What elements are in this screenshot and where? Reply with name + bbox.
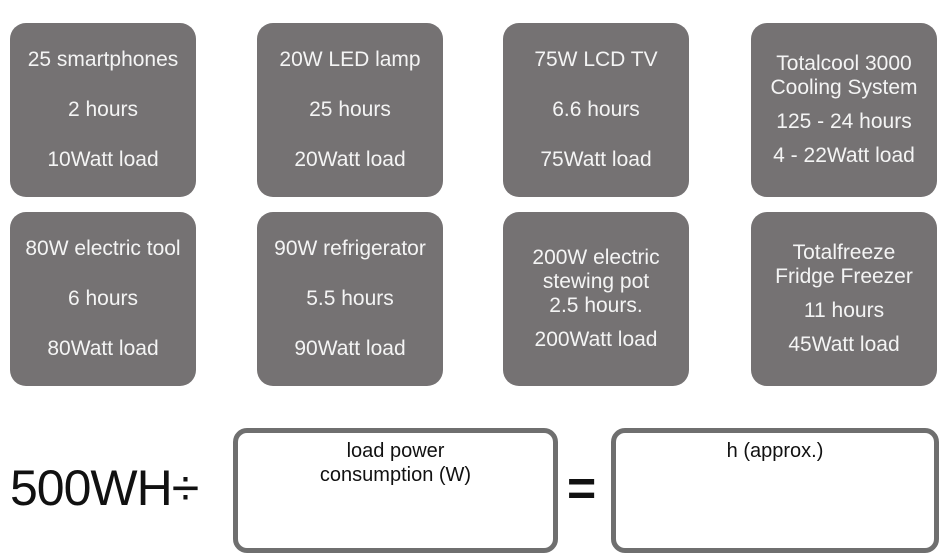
card-device: stewing pot xyxy=(542,270,650,293)
card-load: 200Watt load xyxy=(534,328,658,351)
equals-sign: = xyxy=(567,460,597,516)
card-load: 75Watt load xyxy=(540,148,652,171)
card-hours: 6 hours xyxy=(67,287,139,310)
appliance-card-led-lamp: 20W LED lamp 25 hours 20Watt load xyxy=(257,23,443,197)
appliance-card-stewing-pot: 200W electric stewing pot 2.5 hours. 200… xyxy=(503,212,689,386)
card-device: 20W LED lamp xyxy=(279,48,421,71)
card-hours: 5.5 hours xyxy=(306,287,394,310)
card-device: Fridge Freezer xyxy=(775,265,913,288)
appliance-card-cooling-system: Totalcool 3000 Cooling System 125 - 24 h… xyxy=(751,23,937,197)
card-hours: 25 hours xyxy=(309,98,391,121)
card-hours: 2 hours xyxy=(67,98,139,121)
card-device: 80W electric tool xyxy=(25,237,181,260)
appliance-card-fridge-freezer: Totalfreeze Fridge Freezer 11 hours 45Wa… xyxy=(751,212,937,386)
divisor-label-line1: load power xyxy=(346,440,445,462)
appliance-card-refrigerator: 90W refrigerator 5.5 hours 90Watt load xyxy=(257,212,443,386)
card-device: Totalcool 3000 xyxy=(776,52,912,75)
card-device: 25 smartphones xyxy=(27,48,179,71)
card-device: Totalfreeze xyxy=(792,241,896,264)
card-load: 10Watt load xyxy=(47,148,159,171)
card-hours: 125 - 24 hours xyxy=(776,110,912,133)
divisor-box: load power consumption (W) xyxy=(233,428,558,553)
card-hours: 2.5 hours. xyxy=(549,294,643,317)
result-label: h (approx.) xyxy=(726,440,824,462)
divisor-label-line2: consumption (W) xyxy=(319,464,472,486)
appliance-card-lcd-tv: 75W LCD TV 6.6 hours 75Watt load xyxy=(503,23,689,197)
card-load: 45Watt load xyxy=(788,333,900,356)
appliance-card-smartphones: 25 smartphones 2 hours 10Watt load xyxy=(10,23,196,197)
card-load: 80Watt load xyxy=(47,337,159,360)
card-device: 75W LCD TV xyxy=(534,48,658,71)
card-device: 90W refrigerator xyxy=(274,237,426,260)
card-load: 20Watt load xyxy=(294,148,406,171)
card-load: 90Watt load xyxy=(294,337,406,360)
card-load: 4 - 22Watt load xyxy=(773,144,915,167)
appliance-card-electric-tool: 80W electric tool 6 hours 80Watt load xyxy=(10,212,196,386)
result-box: h (approx.) xyxy=(611,428,939,553)
card-device: 200W electric xyxy=(532,246,660,269)
card-hours: 6.6 hours xyxy=(552,98,640,121)
formula-capacity: 500WH÷ xyxy=(10,460,199,516)
card-device: Cooling System xyxy=(770,76,918,99)
card-hours: 11 hours xyxy=(803,299,885,322)
